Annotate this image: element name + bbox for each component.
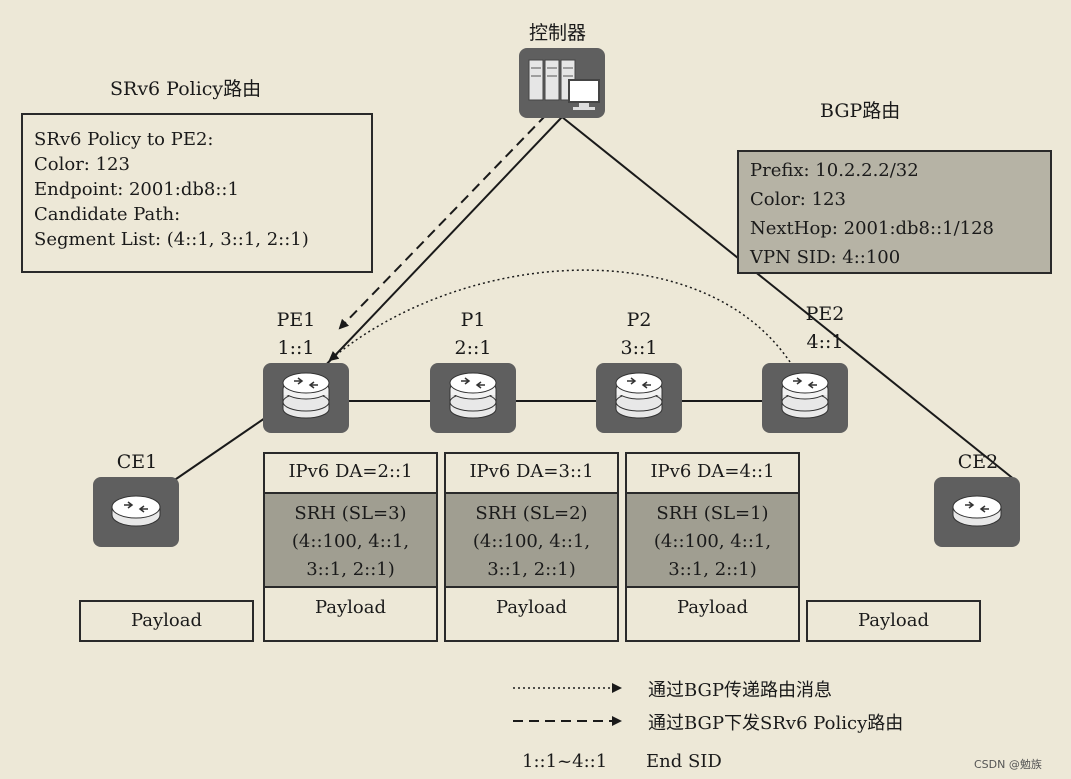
controller-node <box>519 48 605 118</box>
router-icon <box>781 372 829 419</box>
legend-dashed-text: 通过BGP下发SRv6 Policy路由 <box>648 713 904 734</box>
pe1-router <box>263 363 349 433</box>
srv6-policy-title: SRv6 Policy路由 <box>110 78 262 100</box>
pe2-name: PE2 <box>805 303 845 325</box>
payload: Payload <box>495 597 568 618</box>
controller-pe1-link <box>322 116 563 369</box>
bgp-line: Color: 123 <box>750 189 846 210</box>
controller-label: 控制器 <box>529 22 587 44</box>
srh-sl: SRH (SL=1) <box>656 503 769 524</box>
watermark: CSDN @勉族 <box>974 758 1042 771</box>
p1-sid: 2::1 <box>454 337 492 359</box>
ipv6-da-header: IPv6 DA=2::1 <box>265 454 436 494</box>
ce2-label: CE2 <box>957 451 999 473</box>
packet-pe1-p1: IPv6 DA=2::1 SRH (SL=3) (4::100, 4::1, 3… <box>263 452 438 642</box>
packet-p2-pe2: IPv6 DA=4::1 SRH (SL=1) (4::100, 4::1, 3… <box>625 452 800 642</box>
pe1-name: PE1 <box>276 309 316 331</box>
router-icon <box>282 372 330 419</box>
router-icon <box>615 372 663 419</box>
p1-name: P1 <box>460 309 486 331</box>
pe2-router <box>762 363 848 433</box>
ce1-router <box>93 477 179 547</box>
policy-line: Candidate Path: <box>34 204 181 225</box>
ce-router-icon <box>952 495 1002 527</box>
router-icon <box>449 372 497 419</box>
payload: Payload <box>314 597 387 618</box>
ipv6-da-header: IPv6 DA=4::1 <box>627 454 798 494</box>
legend-sid-range: 1::1~4::1 <box>522 751 608 772</box>
policy-line: Segment List: (4::1, 3::1, 2::1) <box>34 229 309 250</box>
pe1-label: PE1 1::1 <box>251 306 341 362</box>
bgp-line: VPN SID: 4::100 <box>750 247 901 268</box>
server-icon <box>528 59 600 110</box>
legend-sid-label: End SID <box>646 751 722 772</box>
srh-list-1: (4::100, 4::1, <box>472 531 591 552</box>
srh-header: SRH (SL=1) (4::100, 4::1, 3::1, 2::1) <box>627 494 798 588</box>
policy-line: Endpoint: 2001:db8::1 <box>34 179 239 200</box>
p2-name: P2 <box>626 309 652 331</box>
srh-list-1: (4::100, 4::1, <box>291 531 410 552</box>
bgp-line: NextHop: 2001:db8::1/128 <box>750 218 995 239</box>
packet-p1-p2: IPv6 DA=3::1 SRH (SL=2) (4::100, 4::1, 3… <box>444 452 619 642</box>
policy-line: Color: 123 <box>34 154 130 175</box>
srh-sl: SRH (SL=2) <box>475 503 588 524</box>
payload-ce1: Payload <box>79 600 254 642</box>
srh-sl: SRH (SL=3) <box>294 503 407 524</box>
payload: Payload <box>676 597 749 618</box>
dashed-policy-arrow <box>338 114 547 330</box>
ce1-label: CE1 <box>116 451 158 473</box>
p1-router <box>430 363 516 433</box>
p2-sid: 3::1 <box>620 337 658 359</box>
srh-header: SRH (SL=2) (4::100, 4::1, 3::1, 2::1) <box>446 494 617 588</box>
srh-list-2: 3::1, 2::1) <box>487 559 576 580</box>
controller-pe2-link <box>561 116 1016 481</box>
srh-list-2: 3::1, 2::1) <box>668 559 757 580</box>
p2-label: P2 3::1 <box>594 306 684 362</box>
ce-router-icon <box>111 495 161 527</box>
pe1-sid: 1::1 <box>277 337 315 359</box>
policy-line: SRv6 Policy to PE2: <box>34 129 214 150</box>
p1-label: P1 2::1 <box>428 306 518 362</box>
srv6-policy-box: SRv6 Policy to PE2: Color: 123 Endpoint:… <box>21 113 373 273</box>
srh-list-2: 3::1, 2::1) <box>306 559 395 580</box>
pe2-label: PE2 4::1 <box>780 300 870 356</box>
ce1-pe1-link <box>159 417 266 491</box>
ipv6-da-header: IPv6 DA=3::1 <box>446 454 617 494</box>
bgp-route-title: BGP路由 <box>820 100 901 122</box>
payload-ce2: Payload <box>806 600 981 642</box>
srh-list-1: (4::100, 4::1, <box>653 531 772 552</box>
p2-router <box>596 363 682 433</box>
legend-dotted-text: 通过BGP传递路由消息 <box>648 680 833 701</box>
dotted-bgp-arrow <box>328 269 791 363</box>
bgp-line: Prefix: 10.2.2.2/32 <box>750 160 919 181</box>
pe2-sid: 4::1 <box>806 331 844 353</box>
ce2-router <box>934 477 1020 547</box>
srh-header: SRH (SL=3) (4::100, 4::1, 3::1, 2::1) <box>265 494 436 588</box>
bgp-route-box: Prefix: 10.2.2.2/32 Color: 123 NextHop: … <box>737 150 1052 274</box>
